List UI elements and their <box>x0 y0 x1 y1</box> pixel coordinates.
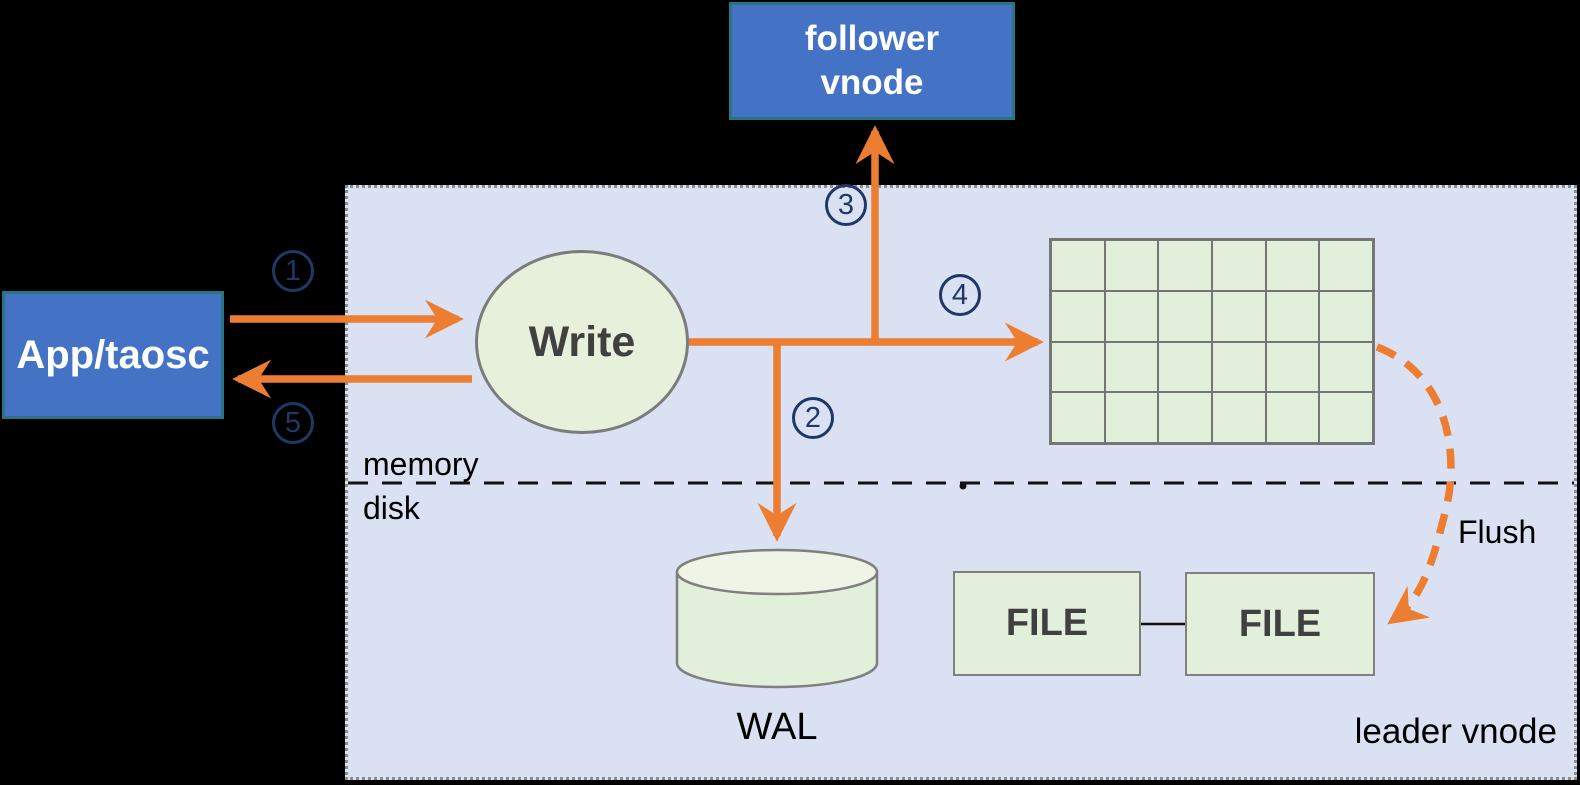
step-badge-5: 5 <box>272 402 314 444</box>
memtable-cell <box>1158 341 1212 393</box>
memtable-cell <box>1212 341 1266 393</box>
memory-label: memory <box>363 446 479 482</box>
memtable-cell <box>1319 341 1373 393</box>
memtable-cell <box>1104 290 1159 342</box>
disk-label: disk <box>363 490 420 526</box>
memtable-cell <box>1265 240 1320 291</box>
memtable-cell <box>1212 240 1266 291</box>
file-left-label: FILE <box>1005 602 1089 644</box>
step-badge-1: 1 <box>272 250 314 292</box>
write-process-node: Write <box>475 250 689 434</box>
memtable-cell <box>1319 392 1373 443</box>
wal-label: WAL <box>736 706 818 748</box>
memtable-cell <box>1104 341 1159 393</box>
follower-vnode-node: follower vnode <box>729 2 1015 120</box>
memtable-cell <box>1051 290 1105 342</box>
memtable-cell <box>1265 341 1320 393</box>
memtable-cell <box>1051 392 1105 443</box>
step-badge-3: 3 <box>825 184 867 226</box>
step-badge-4: 4 <box>939 274 981 316</box>
memtable-cell <box>1051 240 1105 291</box>
file-node-right: FILE <box>1185 572 1375 676</box>
leader-vnode-label: leader vnode <box>1354 712 1557 751</box>
memtable-cell <box>1158 392 1212 443</box>
memtable-cell <box>1104 392 1159 443</box>
memtable-cell <box>1319 240 1373 291</box>
memtable-cell <box>1212 290 1266 342</box>
app-taosc-node: App/taosc <box>2 291 224 419</box>
memtable-cell <box>1265 290 1320 342</box>
step-badge-2: 2 <box>792 397 834 439</box>
memtable-cell <box>1051 341 1105 393</box>
file-node-left: FILE <box>953 571 1141 676</box>
flush-label: Flush <box>1458 514 1537 550</box>
memtable-cell <box>1265 392 1320 443</box>
memtable-cell <box>1158 290 1212 342</box>
memtable-cell <box>1319 290 1373 342</box>
memtable-cell <box>1104 240 1159 291</box>
write-label: Write <box>528 317 636 366</box>
memtable-cell <box>1212 392 1266 443</box>
file-right-label: FILE <box>1238 602 1322 645</box>
memtable-grid <box>1049 238 1375 445</box>
memtable-cell <box>1158 240 1212 291</box>
follower-vnode-label: follower vnode <box>804 19 940 102</box>
app-taosc-label: App/taosc <box>16 332 210 377</box>
